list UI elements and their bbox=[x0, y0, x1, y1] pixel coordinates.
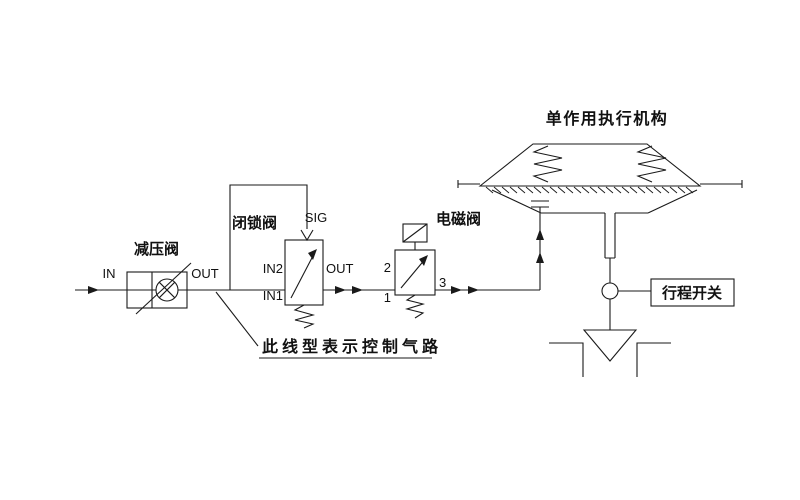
spring-symbol bbox=[404, 294, 426, 319]
flow-arrow bbox=[335, 286, 346, 294]
case-port-bars bbox=[531, 200, 549, 208]
diaphragm-flange bbox=[457, 180, 743, 188]
solenoid-valve-symbol bbox=[394, 223, 436, 319]
actuator-stem bbox=[604, 213, 616, 283]
actuator-spring-left bbox=[532, 145, 563, 183]
in1-label: IN1 bbox=[263, 288, 283, 303]
note-label: 此线型表示控制气路 bbox=[262, 337, 442, 356]
port-3-label: 3 bbox=[439, 275, 446, 290]
port-1-label: 1 bbox=[384, 290, 391, 305]
flow-arrow-up bbox=[536, 252, 544, 263]
valve-plug-triangle bbox=[582, 329, 638, 362]
pressure-reducing-valve-symbol bbox=[126, 262, 192, 315]
flow-arrow bbox=[352, 286, 363, 294]
valve-body-brackets bbox=[549, 342, 671, 377]
actuator-label: 单作用执行机构 bbox=[546, 109, 669, 128]
spring-symbol bbox=[293, 304, 316, 329]
solenoid-valve-label: 电磁阀 bbox=[436, 210, 481, 228]
diaphragm-hatching bbox=[485, 186, 694, 194]
actuator-symbol bbox=[457, 143, 743, 377]
note-leader-line bbox=[215, 291, 259, 347]
flow-arrow-up bbox=[536, 229, 544, 240]
lower-case bbox=[491, 189, 698, 214]
in2-label: IN2 bbox=[263, 261, 283, 276]
lockup-valve-label: 闭锁阀 bbox=[232, 214, 277, 232]
lockup-out-label: OUT bbox=[326, 261, 354, 276]
stem-indicator-circle bbox=[601, 282, 619, 300]
travel-switch-box bbox=[650, 278, 735, 307]
flow-arrow bbox=[468, 286, 479, 294]
sig-entry-arrow bbox=[300, 229, 314, 242]
flow-arrow-inlet bbox=[88, 286, 99, 294]
travel-switch-label: 行程开关 bbox=[661, 284, 722, 302]
flow-arrow bbox=[451, 286, 462, 294]
actuator-spring-right bbox=[636, 145, 667, 183]
actuator-dome bbox=[478, 143, 702, 187]
lockup-valve-symbol bbox=[284, 239, 324, 329]
port-2-label: 2 bbox=[384, 260, 391, 275]
reducing-valve-out-label: OUT bbox=[191, 266, 219, 281]
sig-label: SIG bbox=[305, 210, 327, 225]
reducing-valve-label: 减压阀 bbox=[134, 240, 179, 258]
inlet-label: IN bbox=[103, 266, 116, 281]
control-branch-line bbox=[229, 184, 308, 290]
